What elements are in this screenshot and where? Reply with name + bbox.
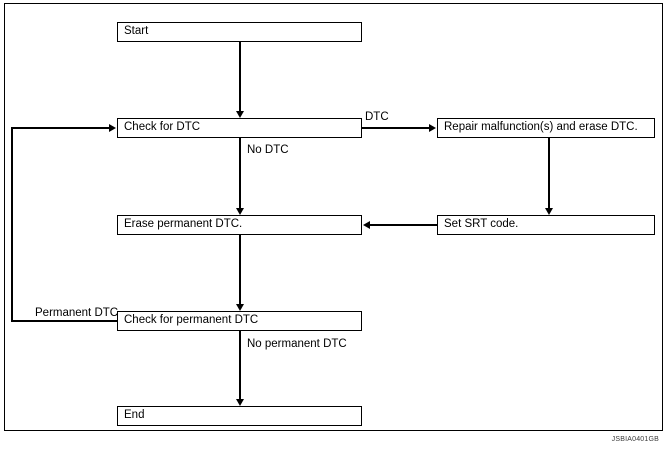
connector-check-dtc-to-erase-permanent — [239, 138, 241, 208]
edge-label-dtc: DTC — [363, 111, 391, 124]
connector-repair-to-set-srt — [548, 138, 550, 208]
connector-permanent-dtc-loop-bottom — [11, 320, 118, 322]
arrowhead-start-to-check-dtc — [236, 111, 244, 118]
edge-label-permanent-dtc: Permanent DTC — [33, 307, 121, 320]
arrowhead-repair-to-set-srt — [545, 208, 553, 215]
connector-erase-permanent-to-check-permanent — [239, 235, 241, 304]
node-erase-permanent-dtc: Erase permanent DTC. — [117, 215, 362, 235]
arrowhead-check-dtc-to-repair — [429, 124, 436, 132]
figure-id-watermark: JSBIA0401GB — [611, 436, 659, 443]
node-start-label: Start — [124, 25, 149, 38]
node-end: End — [117, 406, 362, 426]
arrowhead-check-dtc-to-erase-permanent — [236, 208, 244, 215]
node-end-label: End — [124, 409, 145, 422]
node-check-for-dtc-label: Check for DTC — [124, 121, 201, 134]
arrowhead-set-srt-to-erase-permanent — [363, 221, 370, 229]
arrowhead-check-permanent-to-end — [236, 399, 244, 406]
edge-label-no-dtc: No DTC — [245, 144, 291, 157]
node-check-for-permanent-dtc: Check for permanent DTC — [117, 311, 362, 331]
node-set-srt-code: Set SRT code. — [437, 215, 655, 235]
node-repair-malfunctions-label: Repair malfunction(s) and erase DTC. — [444, 121, 638, 134]
diagram-frame — [4, 3, 663, 431]
node-check-for-permanent-dtc-label: Check for permanent DTC — [124, 314, 259, 327]
node-check-for-dtc: Check for DTC — [117, 118, 362, 138]
arrowhead-erase-permanent-to-check-permanent — [236, 304, 244, 311]
connector-check-permanent-to-end — [239, 331, 241, 399]
connector-permanent-dtc-loop-left — [11, 127, 13, 321]
connector-check-dtc-to-repair — [362, 127, 430, 129]
arrowhead-permanent-dtc-loop — [109, 124, 116, 132]
connector-permanent-dtc-loop-top — [11, 127, 110, 129]
connector-set-srt-to-erase-permanent — [370, 224, 437, 226]
node-erase-permanent-dtc-label: Erase permanent DTC. — [124, 218, 243, 231]
connector-start-to-check-dtc — [239, 42, 241, 112]
node-set-srt-code-label: Set SRT code. — [444, 218, 519, 231]
node-start: Start — [117, 22, 362, 42]
node-repair-malfunctions: Repair malfunction(s) and erase DTC. — [437, 118, 655, 138]
edge-label-no-permanent-dtc: No permanent DTC — [245, 338, 349, 351]
